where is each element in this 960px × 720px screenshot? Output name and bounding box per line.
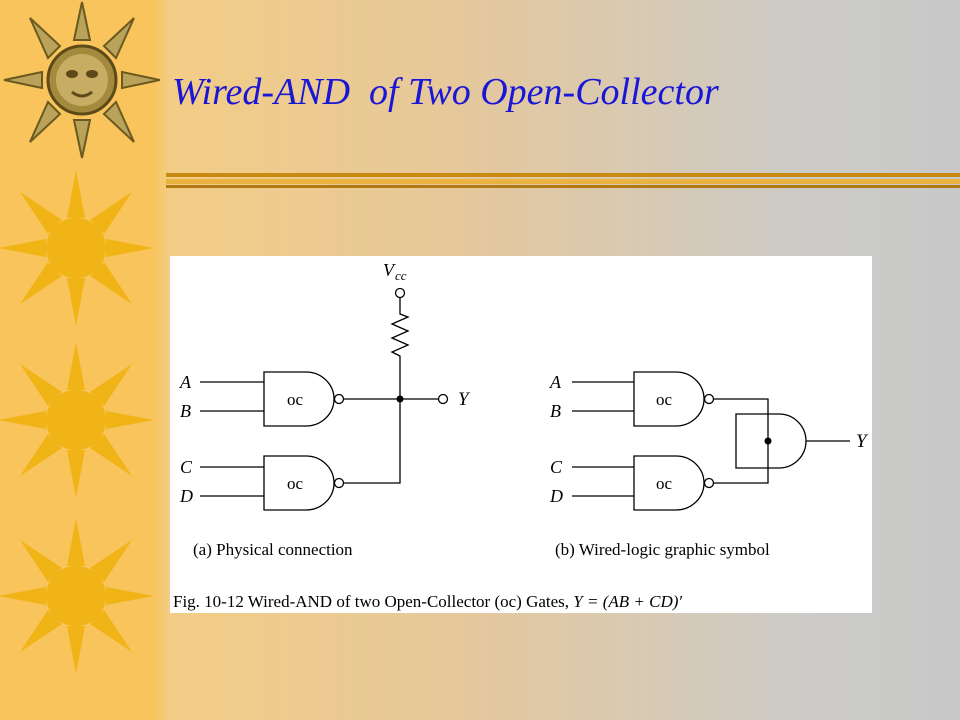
vcc-label: Vcc (383, 260, 407, 283)
sun-decorations (0, 1, 160, 674)
inversion-bubble (703, 477, 715, 489)
title-divider (166, 173, 960, 188)
nand-gate-1 (263, 371, 335, 427)
yellow-sun-icon (0, 518, 154, 674)
input-label-b4: D (549, 486, 563, 506)
input-label-a3: C (180, 457, 193, 477)
gate-label: oc (656, 474, 673, 493)
inversion-bubble (703, 393, 715, 405)
slide-title: Wired-AND of Two Open-Collector (172, 71, 719, 113)
junction-dot (764, 437, 772, 445)
gate-label: oc (287, 390, 304, 409)
caption-b: (b) Wired-logic graphic symbol (555, 540, 770, 559)
circuit-a (200, 287, 449, 511)
nand-gate-4 (633, 455, 705, 511)
output-label-b: Y (856, 431, 869, 452)
gate-label: oc (287, 474, 304, 493)
input-label-a2: B (180, 401, 191, 421)
input-label-b1: A (549, 372, 562, 392)
output-terminal (437, 393, 449, 405)
figure-caption: Fig. 10-12 Wired-AND of two Open-Collect… (173, 592, 682, 611)
junction-dot (396, 395, 404, 403)
inversion-bubble (333, 393, 345, 405)
nand-gate-3 (633, 371, 705, 427)
vcc-terminal (394, 287, 406, 299)
gate-label: oc (656, 390, 673, 409)
pull-up-resistor (390, 298, 410, 371)
inversion-bubble (333, 477, 345, 489)
input-label-b3: C (550, 457, 563, 477)
input-label-a4: D (179, 486, 193, 506)
yellow-sun-icon (0, 170, 154, 326)
wired-and-symbol (735, 413, 807, 469)
input-label-b2: B (550, 401, 561, 421)
yellow-sun-icon (0, 342, 154, 498)
bronze-sun-icon (3, 1, 160, 159)
input-label-a1: A (179, 372, 192, 392)
nand-gate-2 (263, 455, 335, 511)
wired-and-diagram: Vcc Y A B C D oc oc (a) Physical connect… (170, 256, 872, 613)
output-label-a: Y (458, 389, 471, 410)
caption-a: (a) Physical connection (193, 540, 353, 559)
circuit-b (572, 371, 850, 511)
